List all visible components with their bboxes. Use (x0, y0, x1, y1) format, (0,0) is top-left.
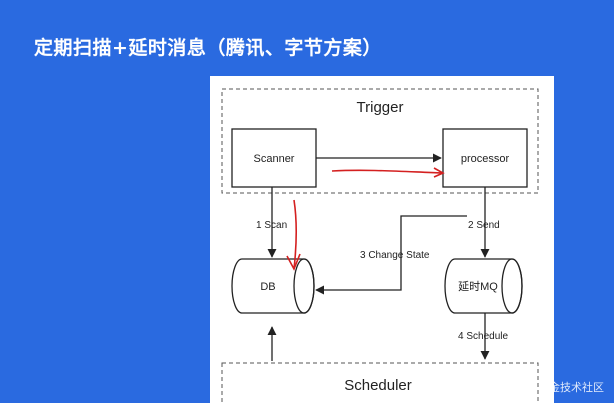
red-annotation-down-stroke (293, 199, 298, 270)
trigger-group-label: Trigger (357, 99, 404, 116)
watermark: @稀土掘金技术社区 (505, 381, 604, 394)
scan-edge-label: 1 Scan (256, 220, 287, 231)
change-state-edge-label: 3 Change State (360, 250, 430, 261)
send-edge-label: 2 Send (468, 220, 500, 231)
red-annotation-down-arrowhead (286, 253, 301, 271)
mq-label: 延时MQ (458, 280, 498, 293)
red-annotation-arrowhead (433, 167, 445, 178)
diagram-card: Trigger Scanner processor 1 Scan DB 延时MQ… (210, 76, 554, 403)
trigger-group (221, 88, 539, 194)
mq-node (444, 258, 523, 314)
architecture-diagram: Trigger Scanner processor 1 Scan DB 延时MQ… (221, 88, 539, 403)
scanner-node (231, 128, 317, 188)
db-label: DB (260, 281, 275, 293)
red-annotation-stroke (331, 169, 443, 174)
schedule-edge-label: 4 Schedule (458, 331, 508, 342)
scheduler-group (221, 362, 539, 403)
db-node (231, 258, 315, 314)
slide-title: 定期扫描+延时消息（腾讯、字节方案） (34, 37, 382, 59)
change-state-arrow (315, 215, 467, 295)
scheduler-group-label: Scheduler (344, 377, 412, 394)
processor-node (442, 128, 528, 188)
processor-label: processor (461, 153, 510, 165)
scanner-label: Scanner (254, 153, 295, 165)
